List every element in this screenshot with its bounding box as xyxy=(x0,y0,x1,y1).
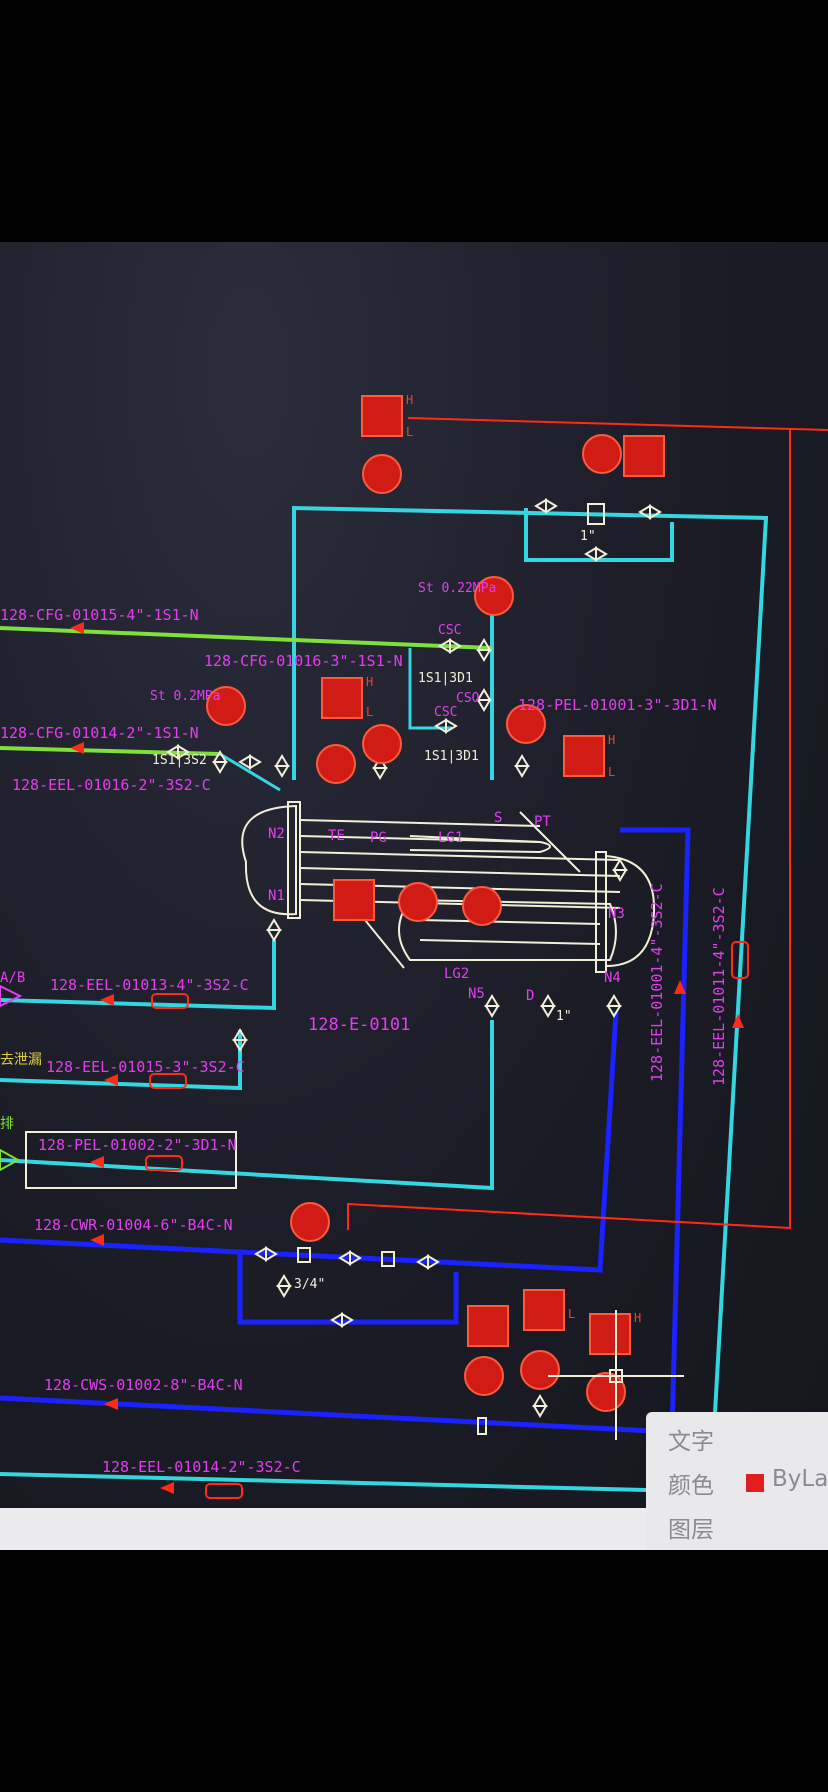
line-label-cfg-01014: 128-CFG-01014-2"-1S1-N xyxy=(0,724,199,742)
spec-1s1-3d1-a: 1S1|3D1 xyxy=(418,671,473,686)
spec-1s1-3d1-b: 1S1|3D1 xyxy=(424,749,479,764)
cyan-loop-line xyxy=(0,505,769,1492)
nozzle-n3: N3 xyxy=(608,906,625,922)
popup-color-label: 颜色 xyxy=(668,1473,714,1499)
line-label-pel-01002: 128-PEL-01002-2"-3D1-N xyxy=(38,1136,237,1154)
alarm-l-bottom: L xyxy=(568,1307,575,1321)
spec-st-b: St 0.2MPa xyxy=(150,689,220,704)
line-label-eel-01015: 128-EEL-01015-3"-3S2-C xyxy=(46,1058,245,1076)
line-label-pel-01001: 128-PEL-01001-3"-3D1-N xyxy=(518,696,717,714)
instrument-tags xyxy=(206,395,665,1412)
cad-crosshair-cursor xyxy=(548,1310,684,1440)
line-label-eel-01014: 128-EEL-01014-2"-3S2-C xyxy=(102,1458,301,1476)
line-label-eel-01001: 128-EEL-01001-4"-3S2-C xyxy=(648,883,666,1082)
red-signal-line xyxy=(347,417,828,1230)
line-label-eel-01013: 128-EEL-01013-4"-3S2-C xyxy=(50,976,249,994)
alarm-h-mid: H xyxy=(366,675,373,689)
nozzle-n2: N2 xyxy=(268,826,285,842)
nozzle-lg1: LG1 xyxy=(438,830,463,846)
popup-layer-label: 图层 xyxy=(668,1517,714,1543)
alarm-h-top: H xyxy=(406,393,413,407)
alarm-l-mid: L xyxy=(366,705,373,719)
nozzle-pg: PG xyxy=(370,830,387,846)
properties-popup[interactable]: 文字 颜色 ByLa 图层 xyxy=(646,1412,828,1550)
nozzle-d: D xyxy=(526,988,534,1004)
popup-text-label: 文字 xyxy=(668,1429,714,1455)
line-label-cws-01002: 128-CWS-01002-8"-B4C-N xyxy=(44,1376,243,1394)
left-cut-ab: A/B xyxy=(0,970,25,986)
status-strip xyxy=(0,1508,646,1550)
spec-cso: CSO xyxy=(456,691,480,706)
size-3-4: 3/4" xyxy=(294,1277,325,1292)
nozzle-pt: PT xyxy=(534,814,551,830)
pid-diagram: 128-CFG-01015-4"-1S1-N 128-CFG-01016-3"-… xyxy=(0,393,828,1499)
line-label-eel-01011: 128-EEL-01011-4"-3S2-C xyxy=(710,887,728,1086)
flow-arrows xyxy=(70,622,744,1494)
nozzle-te: TE xyxy=(328,828,345,844)
line-label-cfg-01016: 128-CFG-01016-3"-1S1-N xyxy=(204,652,403,670)
alarm-h-right: H xyxy=(608,733,615,747)
cad-drawing-viewport[interactable]: 128-CFG-01015-4"-1S1-N 128-CFG-01016-3"-… xyxy=(0,242,828,1550)
popup-color-value[interactable]: ByLa xyxy=(772,1466,828,1492)
alarm-l-top: L xyxy=(406,425,413,439)
line-label-eel-01016: 128-EEL-01016-2"-3S2-C xyxy=(12,776,211,794)
nozzle-lg2: LG2 xyxy=(444,966,469,982)
alarm-h-bottom: H xyxy=(634,1311,641,1325)
nozzle-n5: N5 xyxy=(468,986,485,1002)
nozzle-s: S xyxy=(494,810,502,826)
size-1b: 1" xyxy=(580,529,596,544)
alarm-l-right: L xyxy=(608,765,615,779)
left-cut-fragment: 去泄漏 xyxy=(0,1052,42,1068)
equipment-tag: 128-E-0101 xyxy=(308,1015,410,1035)
heat-exchanger-128-E-0101 xyxy=(241,801,656,973)
line-label-cwr-01004: 128-CWR-01004-6"-B4C-N xyxy=(34,1216,233,1234)
line-label-cfg-01015: 128-CFG-01015-4"-1S1-N xyxy=(0,606,199,624)
color-swatch-icon xyxy=(746,1474,764,1492)
photo-border-top xyxy=(0,0,828,242)
photo-border-bottom xyxy=(0,1550,828,1792)
spec-st-a: St 0.22MPa xyxy=(418,581,496,596)
size-1: 1" xyxy=(556,1009,572,1024)
nozzle-n4: N4 xyxy=(604,970,621,986)
spec-csc-mid: CSC xyxy=(434,705,457,720)
left-cut-fragment-2: 排 xyxy=(0,1116,14,1132)
spec-1s1-3s2: 1S1|3S2 xyxy=(152,753,207,768)
spec-csc-top: CSC xyxy=(438,623,461,638)
nozzle-n1: N1 xyxy=(268,888,285,904)
valves xyxy=(166,498,662,1435)
